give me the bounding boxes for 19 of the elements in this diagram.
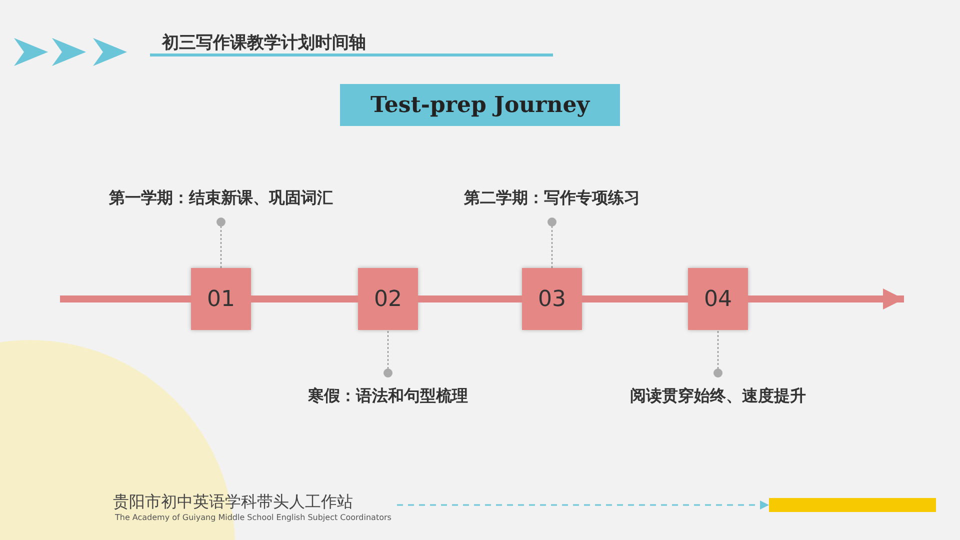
step-box: 02 — [358, 268, 418, 330]
timeline-line — [60, 296, 191, 302]
timeline-line — [582, 296, 688, 302]
timeline-arrow — [748, 288, 904, 310]
dashed-arrow — [397, 500, 769, 510]
organization-subtitle: The Academy of Guiyang Middle School English Subject Coordinators — [115, 513, 392, 522]
timeline-line — [418, 296, 522, 302]
title-banner: Test-prep Journey — [340, 84, 620, 126]
step-box: 01 — [191, 268, 251, 330]
title: 初三写作课教学计划时间轴 — [162, 32, 366, 54]
organization-name: 贵阳市初中英语学科带头人工作站 — [113, 492, 353, 513]
milestone-text: 第一学期：结束新课、巩固词汇 — [109, 188, 333, 209]
color-bar — [769, 498, 936, 512]
milestone-text: 第二学期：写作专项练习 — [464, 188, 640, 209]
step-box: 03 — [522, 268, 582, 330]
step-box: 04 — [688, 268, 748, 330]
milestone-text: 寒假：语法和句型梳理 — [308, 386, 468, 407]
timeline-line — [251, 296, 358, 302]
milestone-text: 阅读贯穿始终、速度提升 — [630, 386, 806, 407]
